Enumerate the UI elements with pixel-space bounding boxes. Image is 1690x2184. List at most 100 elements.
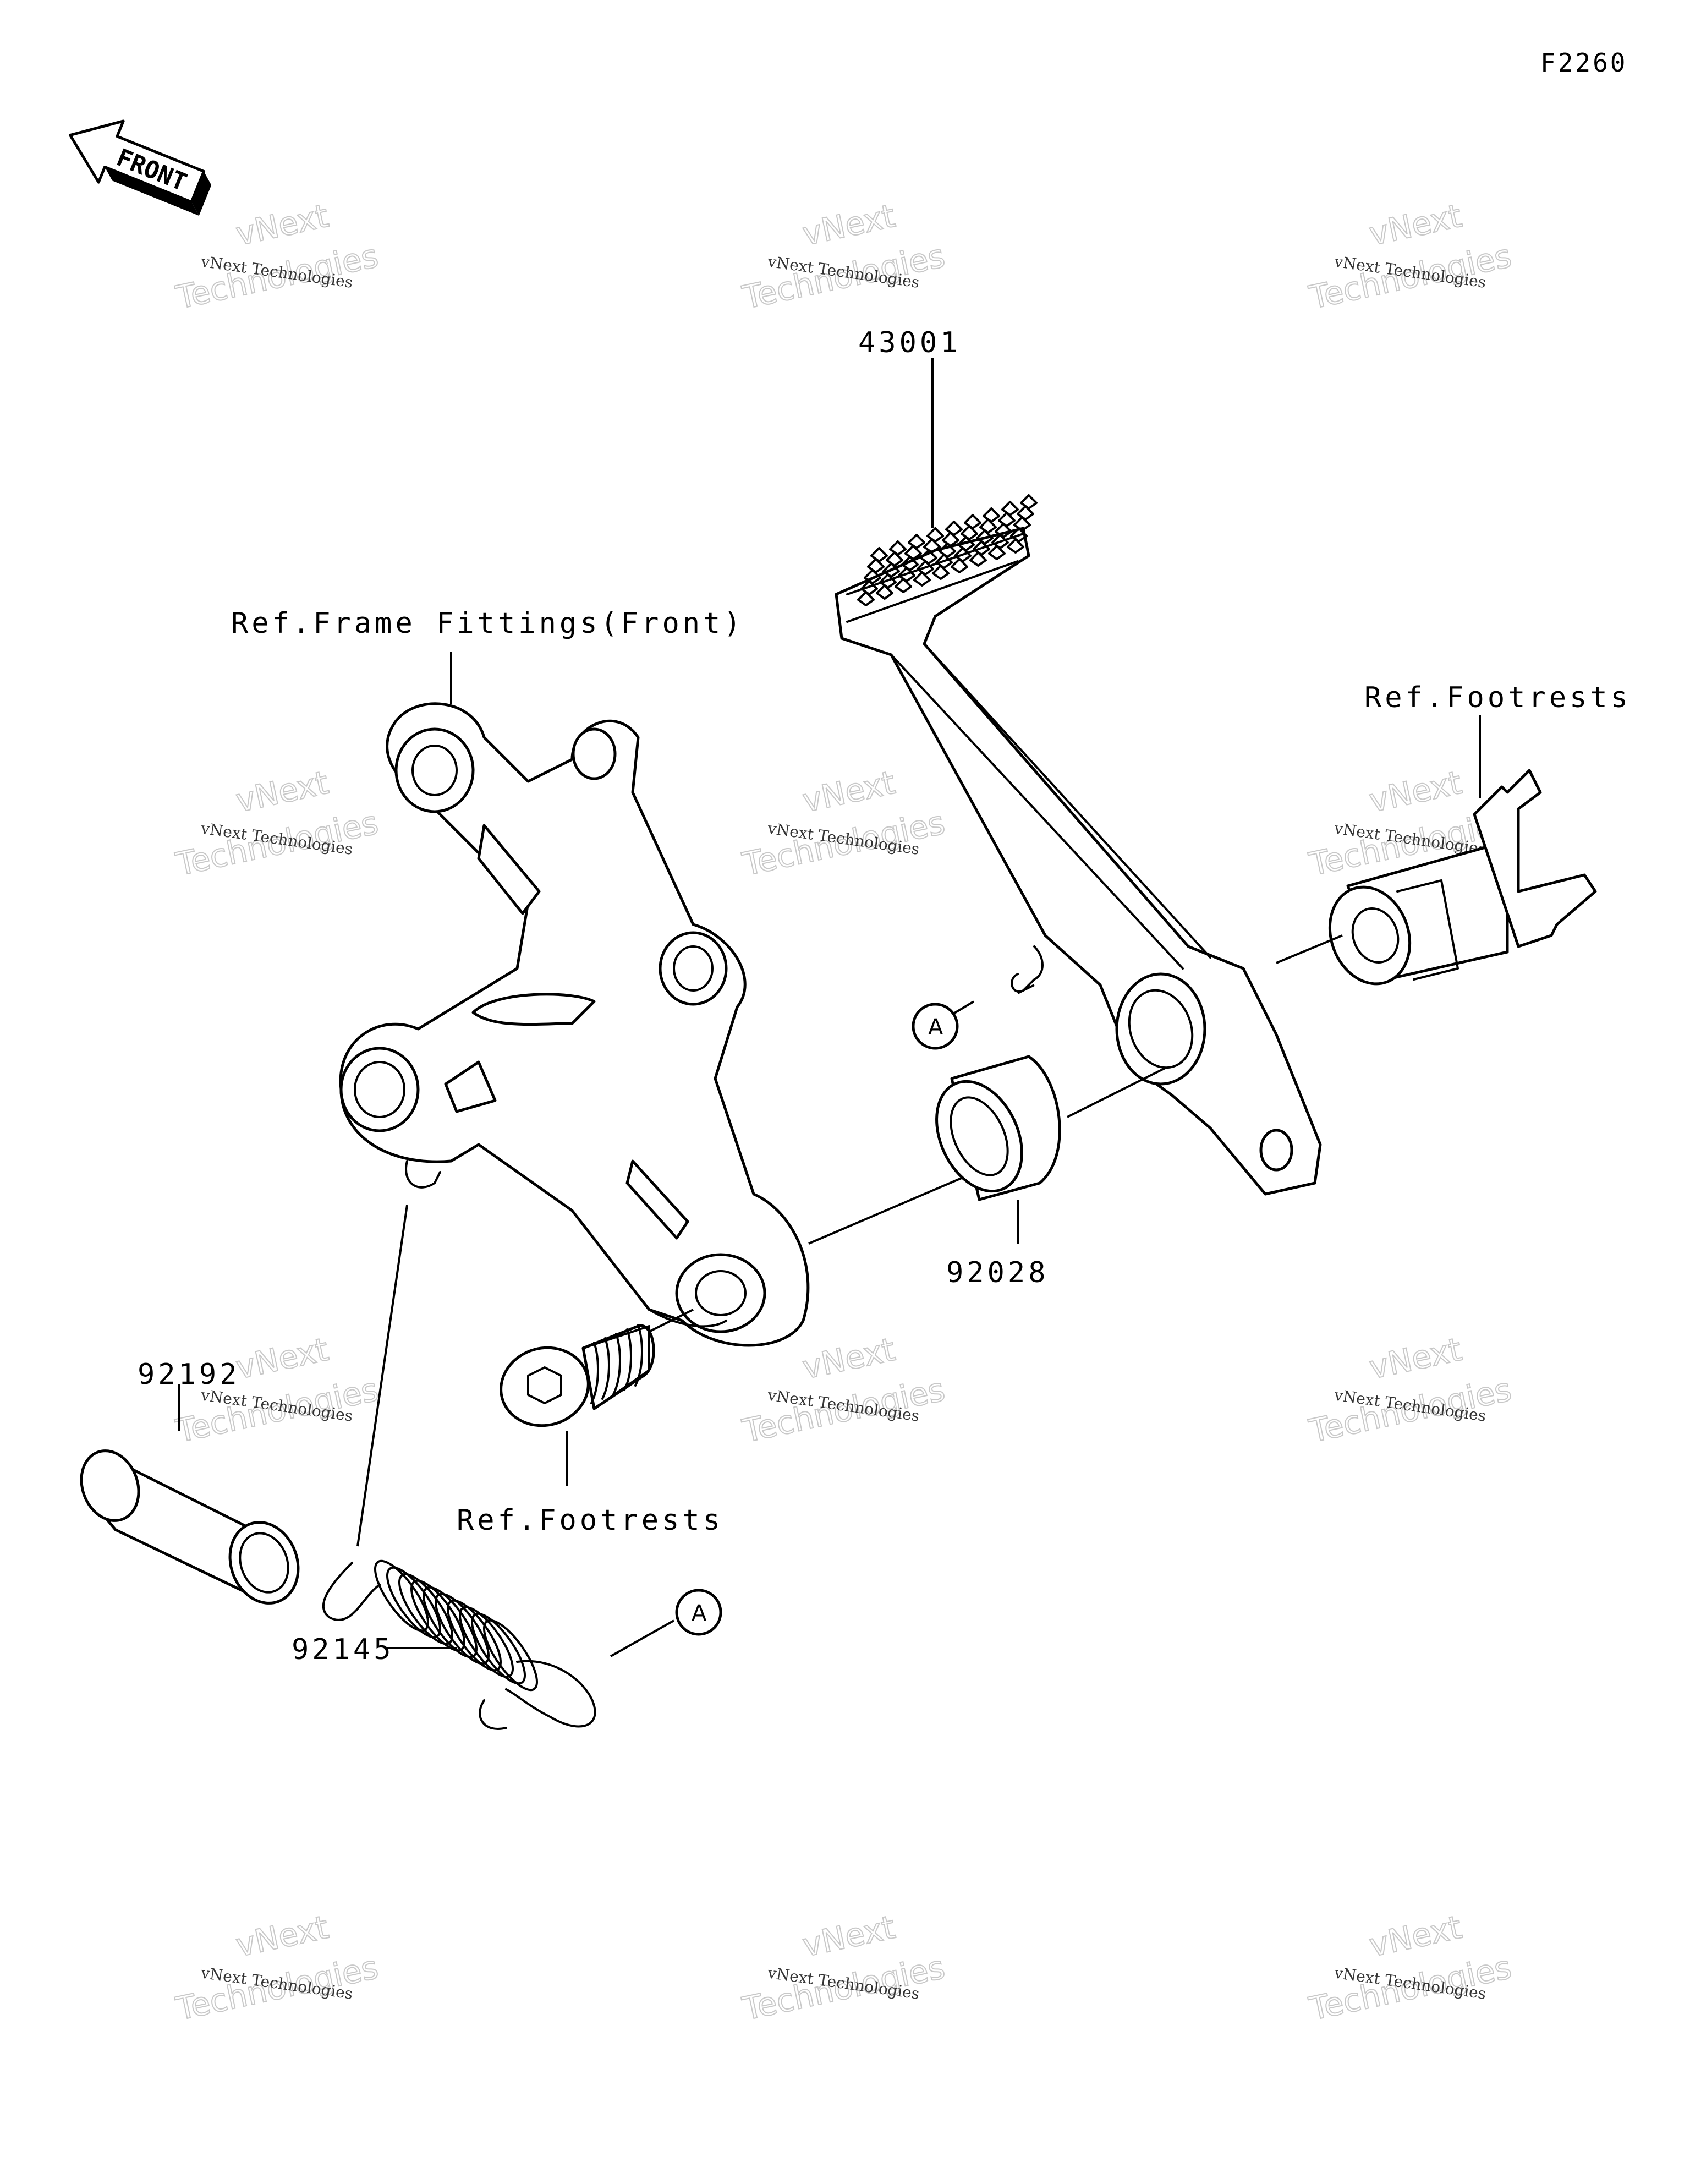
tread-cleat bbox=[1013, 516, 1031, 532]
tread-cleat bbox=[991, 534, 1009, 549]
hex-socket bbox=[527, 1366, 562, 1404]
bolt-head bbox=[500, 1346, 590, 1427]
pipe-end bbox=[228, 1521, 300, 1605]
tread-cleat bbox=[957, 536, 975, 551]
label-43001: 43001 bbox=[858, 326, 961, 359]
label-92192: 92192 bbox=[138, 1358, 240, 1391]
label-footrests-ref-bottom: Ref.Footrests bbox=[457, 1504, 723, 1537]
brake-pedal-43001 bbox=[835, 494, 1322, 1196]
thread-line bbox=[590, 1342, 599, 1404]
pedal-tread-pattern bbox=[857, 494, 1038, 606]
tread-cleat bbox=[988, 545, 1006, 560]
tread-cleat bbox=[898, 567, 915, 582]
label-92145: 92145 bbox=[292, 1633, 394, 1666]
tread-cleat bbox=[942, 532, 959, 547]
spring-coil bbox=[470, 1612, 526, 1685]
tread-cleat bbox=[901, 556, 919, 571]
tread-cleat bbox=[935, 554, 953, 569]
footrest-bolt-bottom bbox=[500, 1324, 655, 1427]
tread-cleat bbox=[954, 547, 972, 562]
watermark-large-top: vNext bbox=[799, 764, 898, 820]
tread-cleat bbox=[964, 514, 981, 529]
tread-cleat bbox=[867, 558, 885, 573]
thread-line bbox=[634, 1324, 643, 1387]
tread-cleat bbox=[913, 571, 931, 587]
tread-cleat bbox=[979, 518, 997, 534]
callout-a-lower-text: A bbox=[692, 1601, 707, 1626]
watermark-large-top: vNext bbox=[1366, 1908, 1465, 1964]
watermark-large-top: vNext bbox=[799, 1331, 898, 1387]
label-footrests-ref-right: Ref.Footrests bbox=[1364, 681, 1631, 714]
tread-cleat bbox=[870, 547, 888, 562]
tread-cleat bbox=[857, 591, 875, 606]
watermark-large-top: vNext bbox=[1366, 1331, 1465, 1387]
tread-cleat bbox=[932, 565, 950, 580]
spring-coil bbox=[482, 1619, 539, 1692]
tread-cleat bbox=[876, 584, 893, 600]
spring-92145 bbox=[322, 1559, 596, 1730]
callout-a-lower: A bbox=[675, 1589, 722, 1636]
tread-cleat bbox=[961, 525, 978, 540]
watermark-large-top: vNext bbox=[1366, 764, 1465, 820]
front-arrow-icon: FRONT bbox=[69, 119, 212, 216]
bracket-bore-top bbox=[394, 727, 475, 813]
watermark-large-top: vNext bbox=[233, 764, 332, 820]
pedal-rod-hole bbox=[1259, 1129, 1293, 1172]
watermark-large-top: vNext bbox=[799, 197, 898, 253]
footrest-bolt-right bbox=[1328, 769, 1597, 986]
tread-cleat bbox=[973, 540, 990, 556]
tread-cleat bbox=[939, 543, 956, 558]
label-92028: 92028 bbox=[946, 1256, 1049, 1289]
tread-cleat bbox=[1010, 527, 1028, 543]
tread-cleat bbox=[1001, 501, 1019, 516]
tread-cleat bbox=[895, 578, 912, 593]
collar-front-face bbox=[935, 1080, 1023, 1193]
watermark-large-top: vNext bbox=[233, 1331, 332, 1387]
tread-cleat bbox=[860, 580, 878, 595]
tread-cleat bbox=[920, 549, 937, 565]
thread-line bbox=[623, 1328, 632, 1391]
collar-92028 bbox=[935, 1055, 1061, 1201]
spring-coils bbox=[374, 1559, 539, 1692]
bracket-bore-bottom bbox=[675, 1253, 766, 1333]
tread-cleat bbox=[1017, 505, 1034, 521]
watermark-large-top: vNext bbox=[233, 1908, 332, 1964]
tread-cleat bbox=[908, 534, 925, 549]
tread-cleat bbox=[969, 551, 987, 567]
tread-cleat bbox=[995, 523, 1012, 538]
tread-cleat bbox=[864, 569, 881, 584]
tread-cleat bbox=[923, 538, 941, 554]
tread-cleat bbox=[926, 527, 944, 543]
figure-code: F2260 bbox=[1540, 48, 1627, 78]
thread-line bbox=[601, 1337, 610, 1400]
tread-cleat bbox=[882, 562, 900, 578]
watermark-large-top: vNext bbox=[233, 197, 332, 253]
leader-lines bbox=[178, 358, 1481, 1657]
thread-line bbox=[612, 1333, 621, 1395]
watermark-large-top: vNext bbox=[799, 1908, 898, 1964]
pipe-92192 bbox=[80, 1449, 300, 1605]
tread-cleat bbox=[917, 560, 934, 576]
tread-cleat bbox=[983, 507, 1000, 523]
bracket-bore-left bbox=[339, 1047, 420, 1132]
tread-cleat bbox=[889, 540, 907, 556]
tread-cleat bbox=[998, 512, 1016, 527]
pedal-pivot-bore bbox=[1115, 972, 1206, 1086]
tread-cleat bbox=[886, 551, 903, 567]
callout-a-upper: A bbox=[912, 1003, 959, 1050]
tread-cleat bbox=[945, 521, 963, 536]
tread-cleat bbox=[904, 545, 922, 560]
bracket-bore-mid bbox=[659, 931, 728, 1006]
tread-cleat bbox=[951, 558, 968, 573]
tread-cleat bbox=[1007, 538, 1024, 554]
frame-bracket bbox=[339, 702, 810, 1347]
